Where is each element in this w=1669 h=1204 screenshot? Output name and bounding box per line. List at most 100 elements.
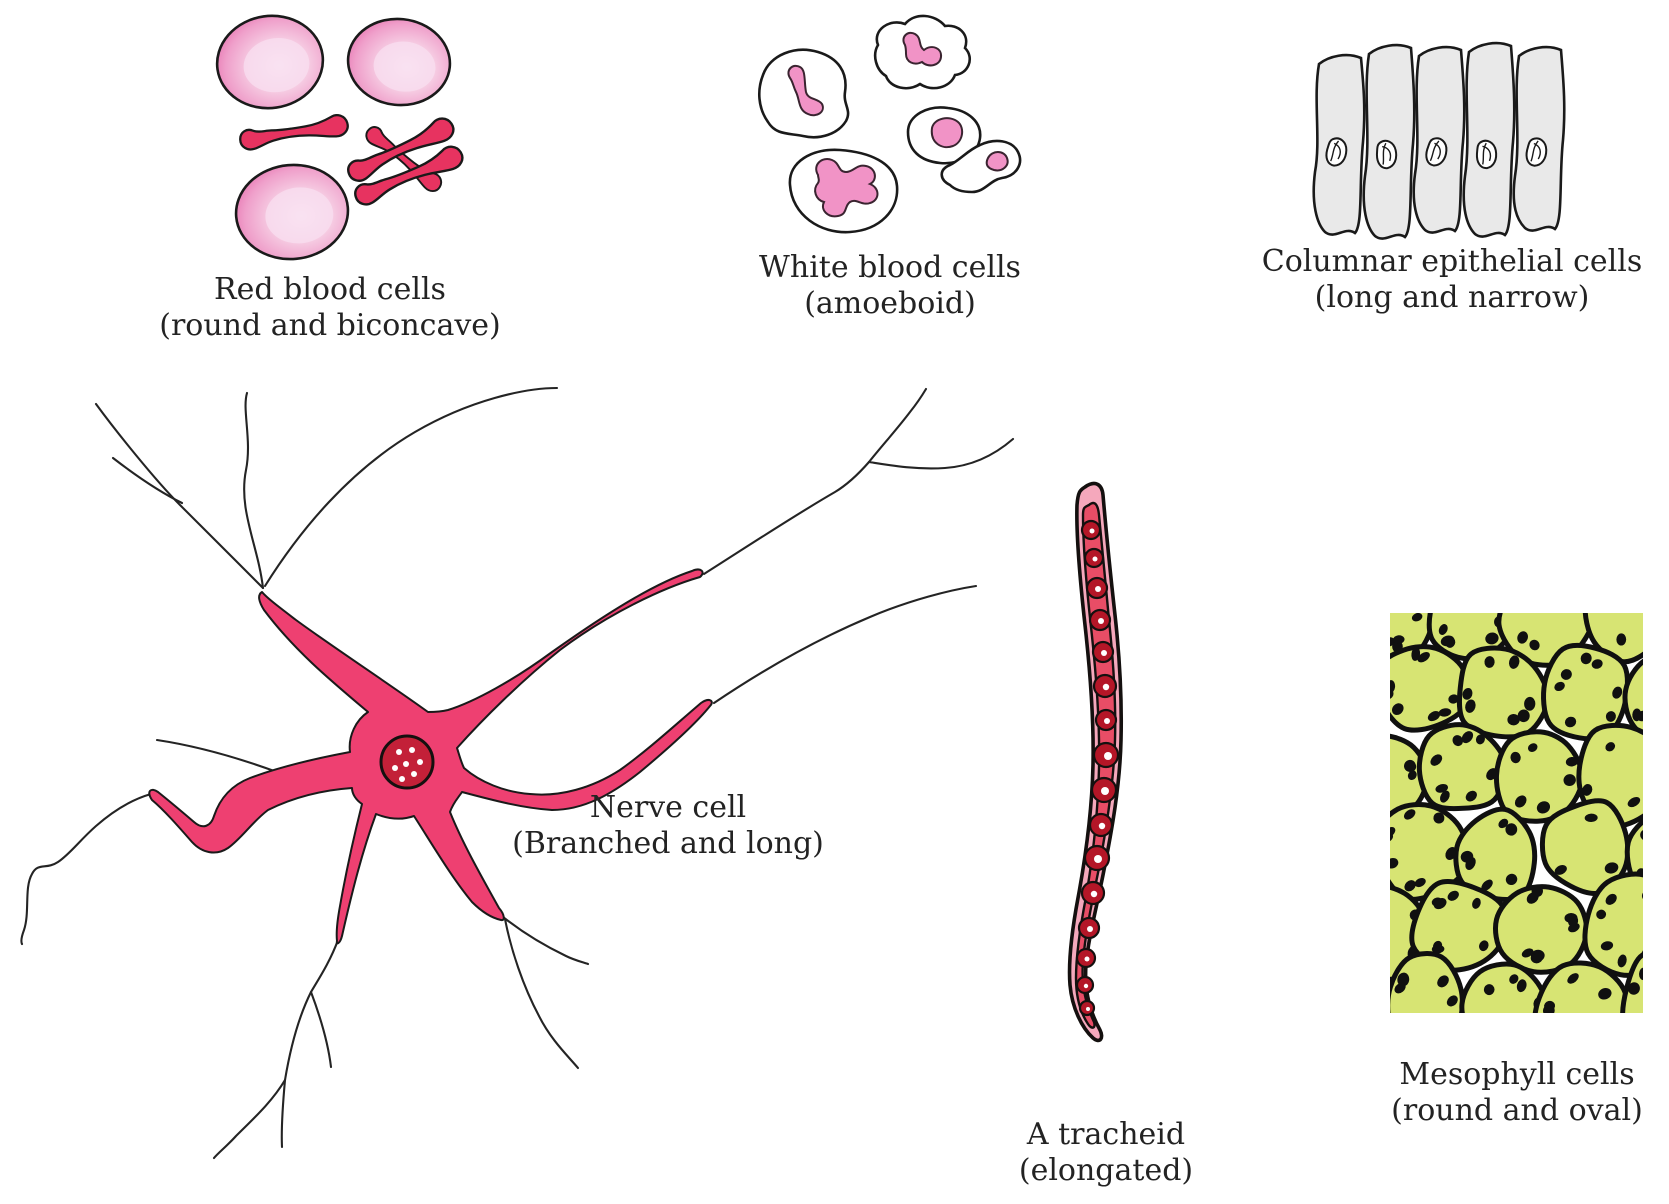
chloroplast-dot bbox=[1433, 898, 1447, 910]
chloroplast-dot bbox=[1567, 973, 1579, 984]
chloroplast-dot bbox=[1394, 1018, 1406, 1031]
chloroplast-dot bbox=[1413, 590, 1425, 601]
chloroplast-dot bbox=[1591, 659, 1603, 669]
chloroplast-dot bbox=[1515, 588, 1530, 604]
chloroplast-dot bbox=[1446, 585, 1462, 598]
nerve-fibre bbox=[503, 917, 580, 1070]
chloroplast-dot bbox=[1560, 669, 1572, 680]
wbc-nucleus bbox=[902, 31, 943, 67]
chloroplast-dot bbox=[1536, 801, 1551, 814]
chloroplast-dot bbox=[1356, 741, 1372, 757]
chloroplast-dot bbox=[1646, 607, 1664, 625]
chloroplast-dot bbox=[1390, 857, 1399, 869]
chloroplast-dot bbox=[1508, 655, 1520, 669]
red-blood-cells-drawing bbox=[215, 14, 467, 261]
label-subtitle: (round and biconcave) bbox=[159, 308, 501, 343]
chloroplast-dot bbox=[1393, 635, 1405, 644]
chloroplast-dot bbox=[1360, 901, 1373, 917]
chloroplast-dot bbox=[1507, 714, 1520, 726]
nerve-fibre bbox=[702, 460, 871, 576]
label-title: Red blood cells bbox=[214, 272, 446, 307]
chloroplast-dot bbox=[1509, 974, 1519, 984]
chloroplast-dot bbox=[1487, 592, 1501, 606]
chloroplast-dot bbox=[1505, 873, 1518, 885]
nerve-fibre bbox=[501, 915, 590, 966]
chloroplast-dot bbox=[1443, 594, 1452, 608]
chloroplast-dot bbox=[1481, 879, 1493, 891]
chloroplast-dot bbox=[1567, 915, 1579, 927]
columnar-cell bbox=[1462, 41, 1516, 238]
mesophyll-cells-panel bbox=[1348, 573, 1669, 1046]
nerve-nucleus-granules bbox=[392, 747, 423, 782]
chloroplast-dot bbox=[1407, 770, 1417, 781]
chloroplast-dot bbox=[1582, 784, 1593, 796]
nerve-fibre bbox=[867, 437, 1015, 470]
chloroplast-dot bbox=[1355, 793, 1368, 804]
label-columnar-epithelial-cells: Columnar epithelial cells (long and narr… bbox=[1262, 244, 1643, 316]
rbc-round-cell bbox=[346, 17, 452, 107]
mesophyll-cell bbox=[1582, 613, 1643, 665]
chloroplast-dot bbox=[1351, 615, 1363, 629]
label-red-blood-cells: Red blood cells (round and biconcave) bbox=[159, 272, 501, 344]
chloroplast-dot bbox=[1544, 1016, 1556, 1028]
chloroplast-dot bbox=[1414, 877, 1426, 888]
chloroplast-dot bbox=[1598, 988, 1612, 1000]
chloroplast-dot bbox=[1445, 637, 1456, 648]
chloroplast-dot bbox=[1348, 759, 1364, 775]
chloroplast-dot bbox=[1616, 633, 1627, 646]
wbc-nucleus bbox=[814, 158, 879, 218]
chloroplast-dot bbox=[1627, 796, 1641, 808]
chloroplast-dot bbox=[1485, 632, 1499, 645]
label-title: White blood cells bbox=[759, 250, 1021, 285]
chloroplast-dot bbox=[1517, 631, 1528, 644]
chloroplast-dot bbox=[1652, 904, 1666, 915]
chloroplast-dot bbox=[1465, 699, 1476, 713]
label-subtitle: (long and narrow) bbox=[1314, 280, 1590, 315]
columnar-epithelial-cells-drawing bbox=[1312, 41, 1566, 240]
chloroplast-dot bbox=[1584, 813, 1598, 823]
chloroplast-dot bbox=[1596, 909, 1607, 920]
chloroplast-dot bbox=[1448, 694, 1459, 704]
chloroplast-dot bbox=[1514, 795, 1527, 808]
nerve-fibre bbox=[243, 391, 265, 590]
chloroplast-dot bbox=[1446, 995, 1458, 1007]
chloroplast-dot bbox=[1438, 708, 1452, 717]
chloroplast-dot bbox=[1646, 769, 1661, 784]
chloroplast-dot bbox=[1437, 975, 1449, 988]
tracheid-pit-centers bbox=[1083, 528, 1112, 1011]
nerve-fibre bbox=[867, 387, 928, 464]
chloroplast-dot bbox=[1612, 686, 1623, 699]
chloroplast-dot bbox=[1369, 573, 1384, 588]
chloroplast-dot bbox=[1366, 738, 1382, 754]
chloroplast-dot bbox=[1517, 709, 1530, 723]
rbc-round-cell bbox=[234, 163, 350, 261]
label-mesophyll-cells: Mesophyll cells (round and oval) bbox=[1391, 1057, 1643, 1129]
chloroplast-dot bbox=[1479, 940, 1489, 952]
wbc-nucleus bbox=[985, 151, 1009, 172]
chloroplast-dot bbox=[1390, 826, 1396, 837]
tracheid-drawing bbox=[1067, 481, 1124, 1043]
chloroplast-dot bbox=[1604, 862, 1619, 874]
label-subtitle: (Branched and long) bbox=[512, 826, 824, 861]
chloroplast-dot bbox=[1475, 734, 1485, 745]
chloroplast-dot bbox=[1530, 952, 1543, 964]
chloroplast-dot bbox=[1404, 880, 1416, 892]
chloroplast-dot bbox=[1524, 696, 1536, 711]
chloroplast-dot bbox=[1565, 756, 1579, 767]
chloroplast-dot bbox=[1632, 708, 1642, 722]
chloroplast-dot bbox=[1645, 824, 1657, 839]
chloroplast-dot bbox=[1498, 818, 1509, 829]
chloroplast-dot bbox=[1660, 1034, 1669, 1046]
chloroplast-dot bbox=[1512, 1032, 1522, 1045]
nerve-fibre bbox=[111, 456, 184, 505]
chloroplast-dot bbox=[1397, 972, 1410, 987]
rbc-round-cell bbox=[215, 14, 325, 110]
chloroplast-dot bbox=[1600, 941, 1614, 951]
chloroplast-dot bbox=[1658, 724, 1669, 740]
chloroplast-dot bbox=[1527, 743, 1538, 752]
label-subtitle: (elongated) bbox=[1018, 1153, 1194, 1188]
chloroplast-dot bbox=[1641, 890, 1643, 902]
chloroplast-dot bbox=[1362, 953, 1380, 971]
chloroplast-dot bbox=[1472, 897, 1481, 909]
